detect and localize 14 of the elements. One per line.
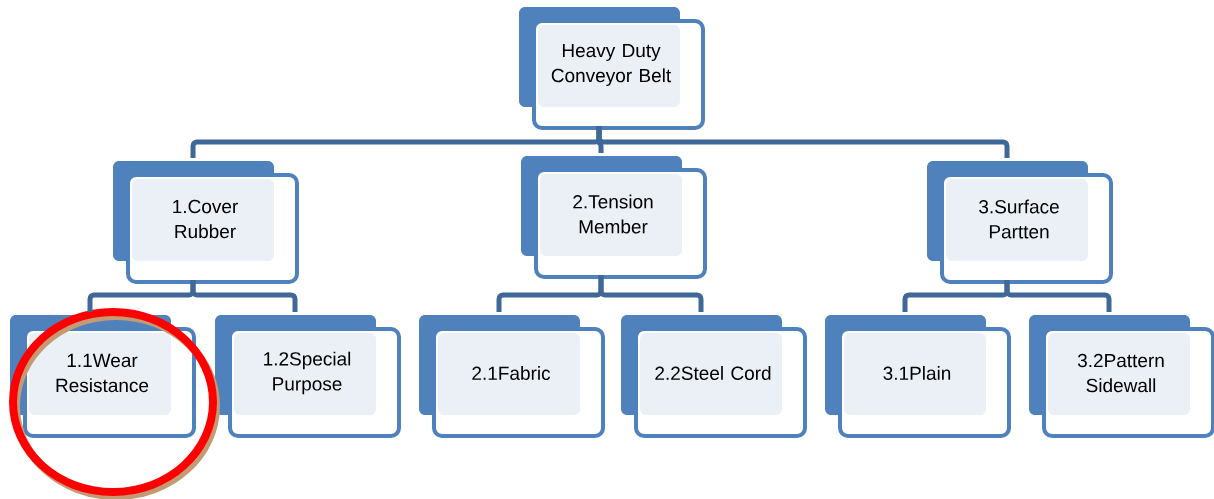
hierarchy-box: 3.1Plain: [825, 315, 1011, 438]
hierarchy-box: 2.2Steel Cord: [621, 315, 807, 438]
connector-line: [190, 279, 298, 313]
hierarchy-box: Heavy Duty Conveyor Belt: [519, 7, 705, 130]
hierarchy-box: 1.Cover Rubber: [113, 161, 299, 284]
connector-line: [598, 274, 704, 313]
connector-line: [1004, 279, 1112, 313]
connector-line: [596, 125, 1010, 159]
hierarchy-box: 1.2Special Purpose: [215, 315, 401, 438]
hierarchy-box: 3.2Pattern Sidewall: [1029, 315, 1214, 438]
hierarchy-box: 2.1Fabric: [419, 315, 605, 438]
hierarchy-box: 2.Tension Member: [521, 156, 707, 279]
hierarchy-box: 1.1Wear Resistance: [10, 315, 196, 438]
hierarchy-box: 3.Surface Partten: [927, 161, 1113, 284]
